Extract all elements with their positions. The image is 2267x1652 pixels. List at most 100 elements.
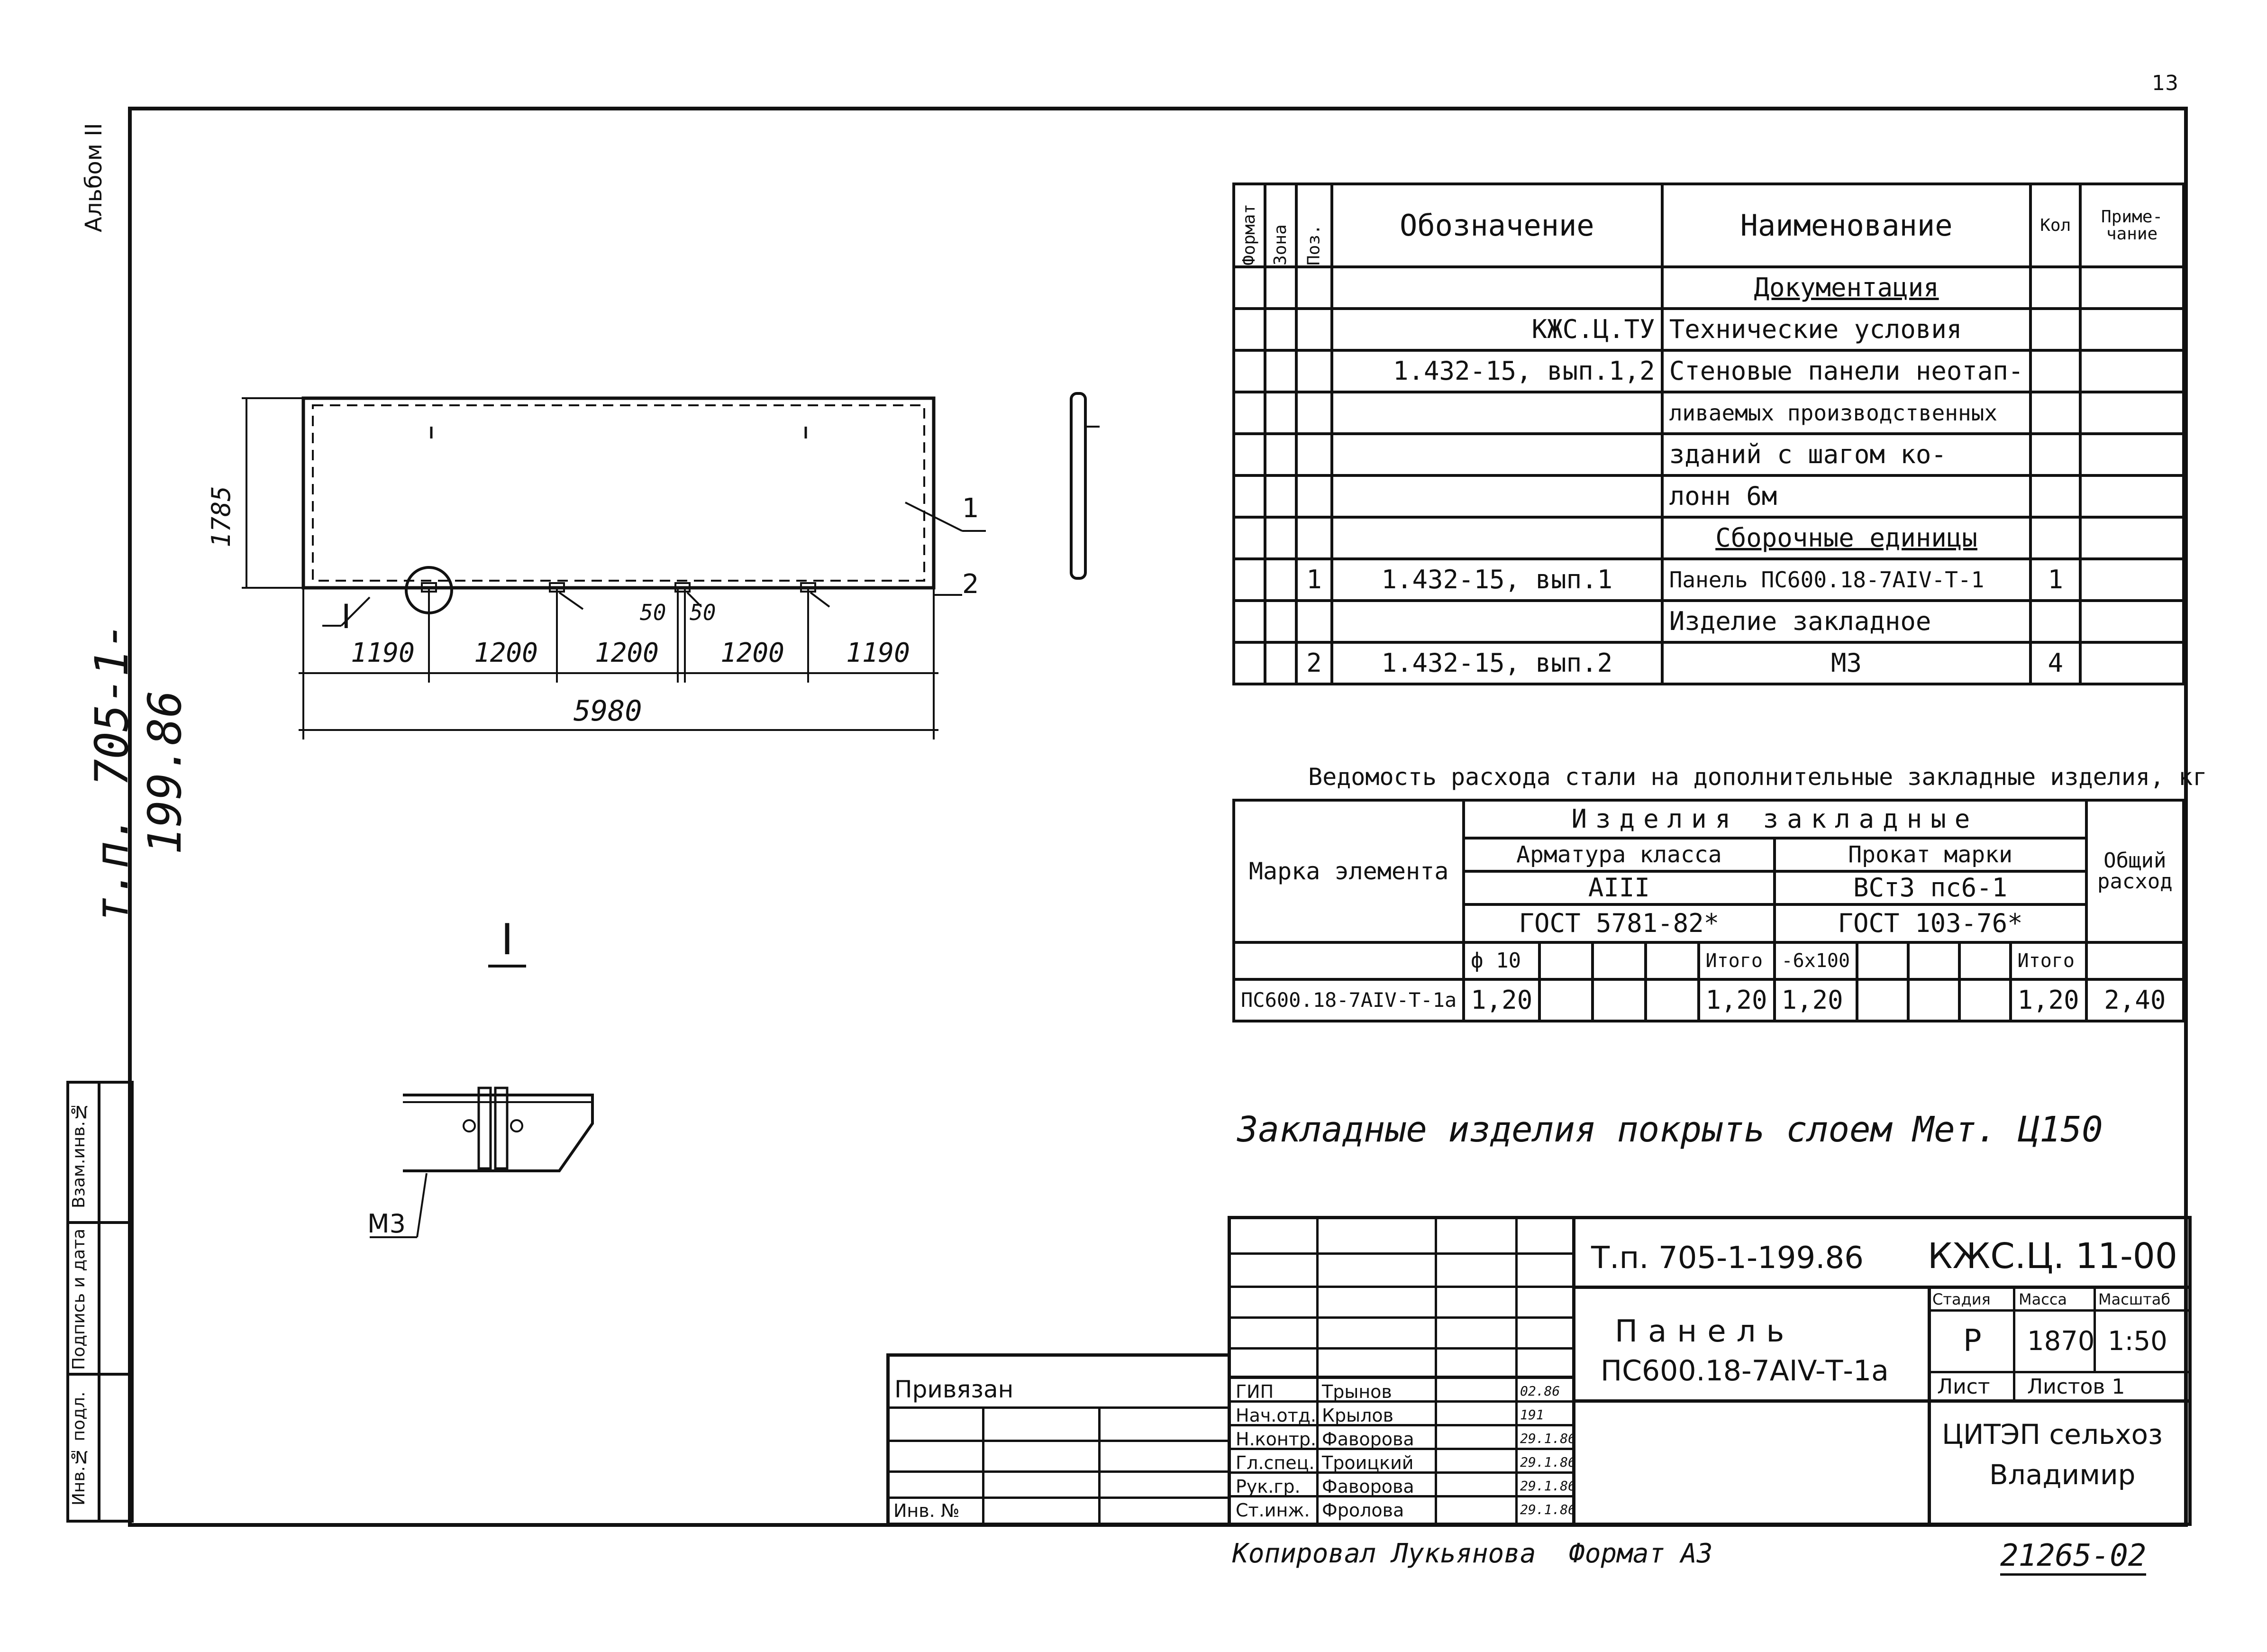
tb-name-1: Панель xyxy=(1615,1314,1795,1349)
spec-pos xyxy=(1295,391,1333,435)
detail-drawing xyxy=(370,1086,594,1238)
album-label: Альбом II xyxy=(81,123,107,232)
side-stamp: Инв.№ подл. Подпись и дата Взам.инв.№ xyxy=(66,1081,134,1523)
spec-pos: 2 xyxy=(1295,641,1333,685)
spec-table: Формат Зона Поз. Обозначение Наименовани… xyxy=(1232,183,2185,685)
title-block: ГИП Трынов 02.86 Нач.отд. Крылов 191 Н.к… xyxy=(1228,1216,2192,1526)
dim-seg-5: 1190 xyxy=(846,638,910,668)
spec-pos xyxy=(1295,599,1333,644)
spec-designation: 1.432-15, вып.1,2 xyxy=(1330,349,1664,393)
role-2: Н.контр. xyxy=(1236,1429,1317,1450)
steel-rebar-class: АIII xyxy=(1462,870,1776,906)
spec-qty xyxy=(2029,474,2082,519)
footer-number: 21265-02 xyxy=(2000,1538,2147,1576)
tb-org-2: Владимир xyxy=(1989,1459,2136,1491)
spec-name: ливаемых производственных xyxy=(1660,391,2032,435)
footer-copied: Копировал Лукьянова xyxy=(1232,1538,1536,1569)
role-name-3: Троицкий xyxy=(1322,1452,1414,1473)
steel-rebar-gost: ГОСТ 5781-82* xyxy=(1462,903,1776,944)
callout-2: 2 xyxy=(962,569,979,600)
spec-h-zone: Зона xyxy=(1265,184,1296,267)
role-date-2: 29.1.86 xyxy=(1520,1431,1576,1446)
steel-h-rolled: Прокат марки xyxy=(1773,837,2088,873)
callout-1: 1 xyxy=(962,493,979,524)
role-date-0: 02.86 xyxy=(1520,1383,1560,1399)
steel-sub-itogo-2: Итого xyxy=(2009,941,2088,981)
spec-h-format: Формат xyxy=(1234,184,1265,267)
spec-qty xyxy=(2029,391,2082,435)
spec-designation xyxy=(1330,474,1664,519)
tb-h-stage: Стадия xyxy=(1932,1290,1991,1308)
steel-row-rebar: 1,20 xyxy=(1462,978,1541,1022)
bound-block: Привязан Инв. № xyxy=(886,1353,1231,1526)
spec-name: зданий с шагом ко- xyxy=(1660,432,2032,477)
spec-name: Изделие закладное xyxy=(1660,599,2032,644)
steel-h-items: Изделия закладные xyxy=(1462,799,2088,840)
tb-name-2: ПС600.18-7АIV-Т-1а xyxy=(1601,1354,1889,1387)
spec-pos xyxy=(1295,516,1333,560)
dim-height: 1785 xyxy=(206,486,236,548)
dim-seg-2: 1200 xyxy=(474,638,538,668)
dim-small-1: 50 xyxy=(640,600,666,625)
tb-org-1: ЦИТЭП сельхоз xyxy=(1942,1418,2163,1451)
spec-qty xyxy=(2029,516,2082,560)
role-3: Гл.спец. xyxy=(1236,1452,1315,1473)
spec-qty xyxy=(2029,349,2082,393)
dim-seg-3: 1200 xyxy=(595,638,659,668)
role-name-1: Крылов xyxy=(1322,1405,1394,1426)
steel-h-rebar: Арматура класса xyxy=(1462,837,1776,873)
spec-designation xyxy=(1330,599,1664,644)
tb-project: Т.п. 705-1-199.86 xyxy=(1591,1241,1864,1276)
steel-table: Марка элемента Изделия закладные Общий р… xyxy=(1232,799,2185,1022)
dim-total: 5980 xyxy=(574,694,642,728)
role-name-5: Фролова xyxy=(1322,1500,1404,1521)
spec-name: Документация xyxy=(1660,265,2032,310)
bound-label: Привязан xyxy=(894,1376,1014,1403)
spec-qty xyxy=(2029,432,2082,477)
tb-mass: 1870 xyxy=(2027,1326,2095,1357)
role-5: Ст.инж. xyxy=(1236,1500,1310,1521)
side-stamp-sign: Подпись и дата xyxy=(69,1228,89,1370)
spec-pos xyxy=(1295,474,1333,519)
steel-row-mark: ПС600.18-7АIV-Т-1а xyxy=(1232,978,1466,1022)
steel-sub-rolled: -6х100 xyxy=(1773,941,1859,981)
role-date-5: 29.1.86 xyxy=(1520,1502,1576,1517)
role-4: Рук.гр. xyxy=(1236,1476,1301,1497)
steel-table-title: Ведомость расхода стали на дополнительны… xyxy=(1308,763,2207,791)
spec-designation: 1.432-15, вып.2 xyxy=(1330,641,1664,685)
spec-designation: 1.432-15, вып.1 xyxy=(1330,557,1664,602)
steel-row-rebar-total: 1,20 xyxy=(1697,978,1776,1022)
spec-pos xyxy=(1295,349,1333,393)
steel-h-total: Общий расход xyxy=(2085,799,2185,944)
spec-name: Панель ПС600.18-7АIV-Т-1 xyxy=(1660,557,2032,602)
spec-designation: КЖС.Ц.ТУ xyxy=(1330,307,1664,352)
steel-rolled-grade: ВСт3 пс6-1 xyxy=(1773,870,2088,906)
tb-sheets: Листов 1 xyxy=(2027,1375,2125,1399)
spec-qty: 1 xyxy=(2029,557,2082,602)
steel-row-rolled: 1,20 xyxy=(1773,978,1859,1022)
role-date-4: 29.1.86 xyxy=(1520,1478,1576,1494)
spec-pos xyxy=(1295,307,1333,352)
side-stamp-inv: Инв.№ подл. xyxy=(69,1391,89,1506)
page-corner-number: 13 xyxy=(2152,71,2178,95)
footer-format: Формат А3 xyxy=(1569,1538,1713,1569)
steel-h-mark: Марка элемента xyxy=(1232,799,1466,944)
spec-pos: 1 xyxy=(1295,557,1333,602)
side-stamp-replace: Взам.инв.№ xyxy=(69,1101,89,1208)
spec-h-designation: Обозначение xyxy=(1330,183,1664,268)
dim-small-2: 50 xyxy=(690,600,716,625)
spec-name: Сборочные единицы xyxy=(1660,516,2032,560)
tb-sheet: Лист xyxy=(1937,1375,1990,1399)
panel-drawing xyxy=(242,392,1100,739)
tb-h-scale: Масштаб xyxy=(2098,1290,2171,1308)
dim-seg-1: 1190 xyxy=(351,638,415,668)
spec-name: Стеновые панели неотап- xyxy=(1660,349,2032,393)
role-name-0: Трынов xyxy=(1322,1381,1392,1402)
steel-row-total: 2,40 xyxy=(2085,978,2185,1022)
spec-designation xyxy=(1330,265,1664,310)
section-mark: I xyxy=(341,597,351,636)
dim-seg-4: 1200 xyxy=(720,638,784,668)
coating-note: Закладные изделия покрыть слоем Мет. Ц15… xyxy=(1237,1109,2103,1150)
spec-name: М3 xyxy=(1660,641,2032,685)
spec-qty xyxy=(2029,307,2082,352)
